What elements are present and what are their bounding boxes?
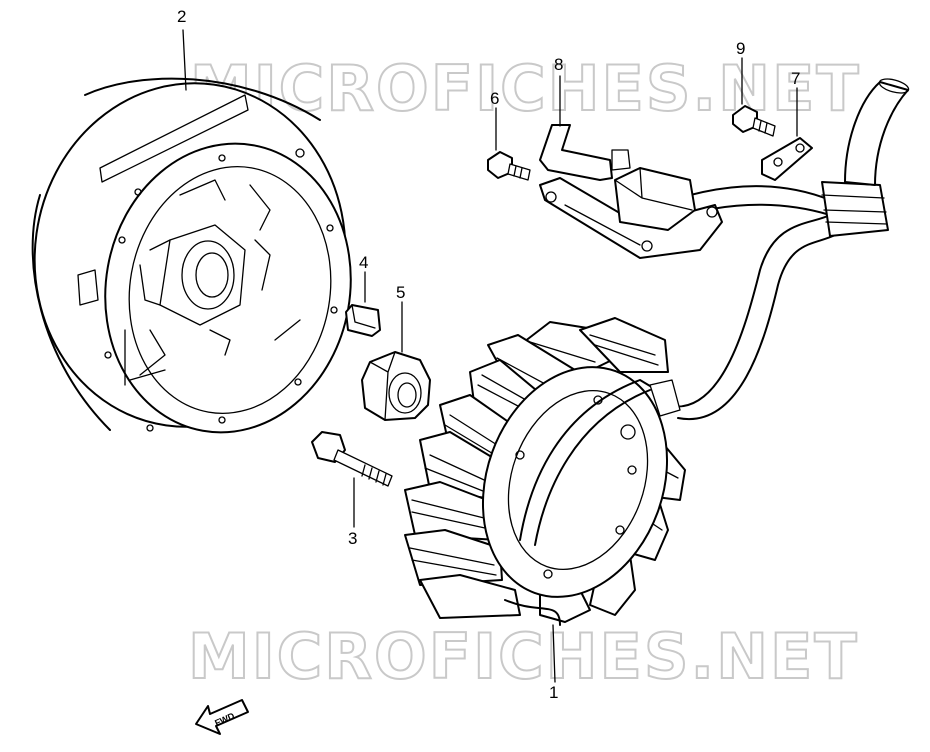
fwd-arrow-icon: FWD [195, 699, 249, 735]
callout-5: 5 [396, 283, 405, 302]
clamp-plate-part[interactable] [761, 137, 813, 181]
collar-nut-part[interactable] [361, 351, 431, 421]
callout-9: 9 [736, 39, 745, 58]
leader-lines [182, 29, 798, 683]
woodruff-key-part[interactable] [345, 304, 381, 337]
callout-7: 7 [791, 69, 800, 88]
screw-6-part[interactable] [487, 151, 531, 181]
callout-6: 6 [490, 89, 499, 108]
callout-4: 4 [359, 253, 368, 272]
stator-coil-part[interactable] [404, 76, 910, 626]
watermark-bottom: MICROFICHES.NET [188, 620, 859, 693]
bracket-part[interactable] [539, 124, 723, 259]
callout-1: 1 [549, 683, 558, 702]
callout-2: 2 [177, 7, 186, 26]
screw-9-part[interactable] [732, 105, 776, 137]
callout-3: 3 [348, 529, 357, 548]
watermark-top: MICROFICHES.NET [190, 52, 861, 125]
bolt-part[interactable] [311, 431, 393, 487]
rotor-flywheel-part[interactable] [13, 63, 374, 452]
callout-8: 8 [554, 55, 563, 74]
